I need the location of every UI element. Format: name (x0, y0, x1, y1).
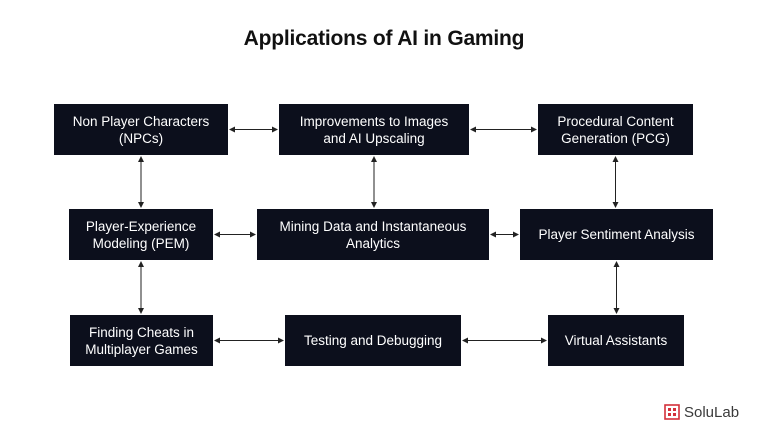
node-npcs: Non Player Characters (NPCs) (54, 104, 228, 155)
node-virtual-assistants: Virtual Assistants (548, 315, 684, 366)
node-procedural-content: Procedural Content Generation (PCG) (538, 104, 693, 155)
node-sentiment-analysis: Player Sentiment Analysis (520, 209, 713, 260)
node-finding-cheats: Finding Cheats in Multiplayer Games (70, 315, 213, 366)
node-player-experience: Player-Experience Modeling (PEM) (69, 209, 213, 260)
brand-name: SoluLab (684, 403, 740, 421)
solulab-logo: SoluLab (664, 402, 739, 422)
diagram-title: Applications of AI in Gaming (243, 27, 525, 50)
node-testing-debugging: Testing and Debugging (285, 315, 461, 366)
node-image-upscaling: Improvements to Images and AI Upscaling (279, 104, 469, 155)
node-data-mining: Mining Data and Instantaneous Analytics (257, 209, 489, 260)
solulab-logo-icon (664, 404, 680, 420)
